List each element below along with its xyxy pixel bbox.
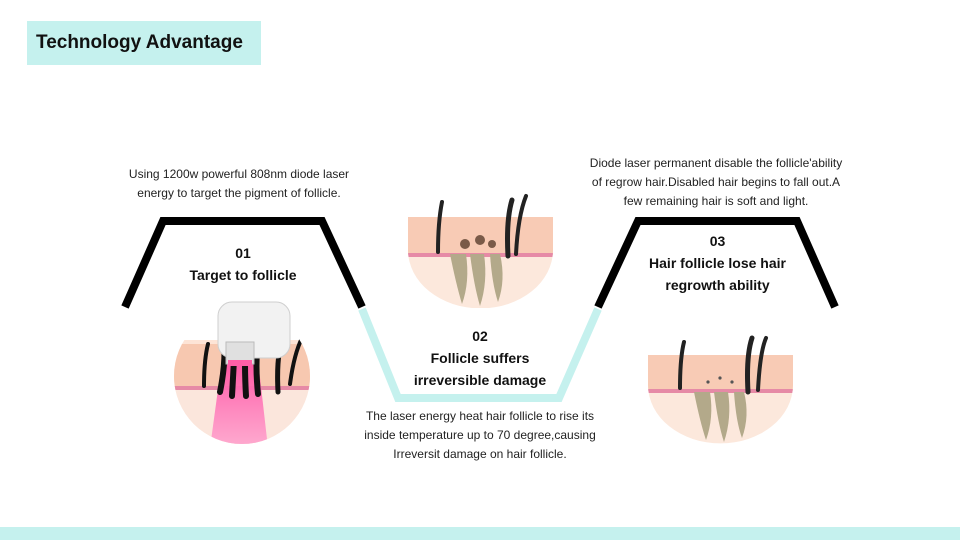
step-03-description-line: Diode laser permanent disable the follic… — [589, 156, 843, 170]
step-02-description-line: Irreversit damage on hair follicle. — [393, 447, 567, 461]
step-03-number: 03 — [709, 233, 726, 249]
step-03-description: Diode laser permanent disable the follic… — [578, 154, 854, 211]
step-01-label: 01 Target to follicle — [163, 242, 323, 286]
step-01-description-line: energy to target the pigment of follicle… — [137, 186, 341, 200]
step-02-title-line: Follicle suffers — [430, 350, 530, 366]
step-01-description-line: Using 1200w powerful 808nm diode laser — [128, 167, 350, 181]
laser-target-illustration — [174, 301, 310, 444]
step-01-title: Target to follicle — [189, 267, 297, 283]
path-segment-step-03 — [594, 217, 839, 309]
step-03-description-line: of regrow hair.Disabled hair begins to f… — [591, 175, 841, 189]
step-03-title-line: regrowth ability — [665, 277, 770, 293]
step-03-label: 03 Hair follicle lose hair regrowth abil… — [630, 230, 805, 296]
path-segment-step-02 — [358, 307, 602, 402]
title-banner: Technology Advantage — [27, 21, 261, 65]
step-02-label: 02 Follicle suffers irreversible damage — [395, 325, 565, 391]
footer-accent-bar — [0, 527, 960, 540]
step-02-description: The laser energy heat hair follicle to r… — [350, 407, 610, 464]
step-02-title-line: irreversible damage — [413, 372, 547, 388]
step-03-title-line: Hair follicle lose hair — [649, 255, 786, 271]
path-segment-step-01 — [121, 217, 366, 309]
step-03-description-line: few remaining hair is soft and light. — [623, 194, 809, 208]
page-title: Technology Advantage — [36, 32, 243, 53]
step-02-description-line: The laser energy heat hair follicle to r… — [365, 409, 595, 423]
step-01-description: Using 1200w powerful 808nm diode laser e… — [110, 165, 368, 203]
weakened-follicle-illustration — [648, 335, 793, 444]
damaged-follicle-illustration — [408, 194, 553, 308]
step-02-description-line: inside temperature up to 70 degree,causi… — [364, 428, 596, 442]
step-02-number: 02 — [472, 328, 488, 344]
step-01-number: 01 — [235, 245, 251, 261]
